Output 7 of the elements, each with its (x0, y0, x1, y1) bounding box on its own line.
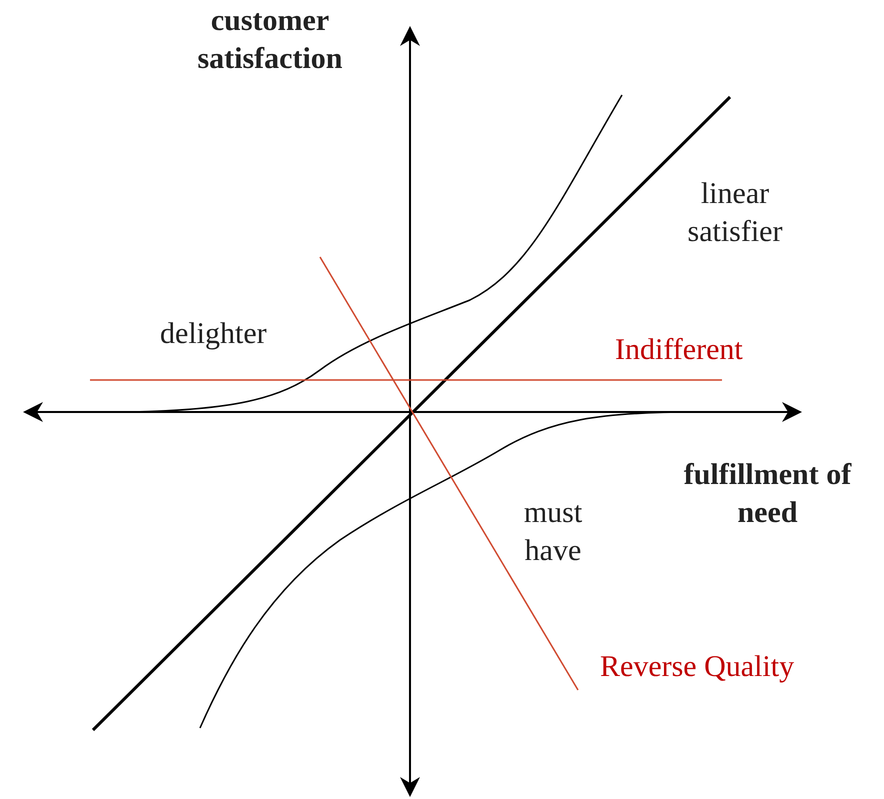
curve-label: delighter (160, 316, 268, 352)
curve-label: must have (522, 495, 584, 569)
curve-label: Reverse Quality (600, 649, 796, 685)
axis-label: customer satisfaction (196, 3, 344, 77)
curve-label: Indifferent (615, 332, 744, 368)
curve-label: linear satisfier (686, 176, 784, 250)
axis-label: fulfillment of need (682, 457, 852, 531)
